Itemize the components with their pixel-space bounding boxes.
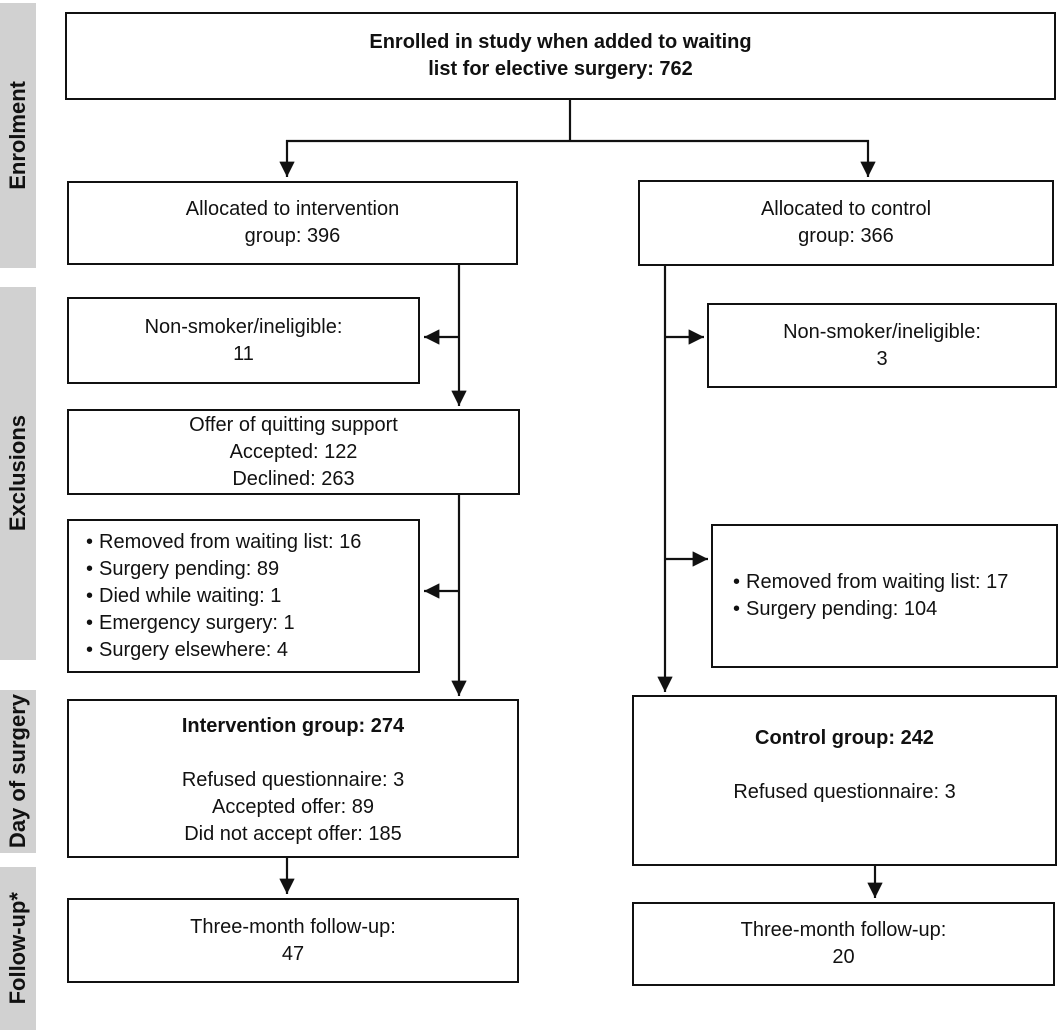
box-enrolled: Enrolled in study when added to waiting … [65, 12, 1056, 100]
box-line: Allocated to control [760, 198, 932, 220]
box-line: Refused questionnaire: 3 [181, 769, 405, 791]
stage-label-day-of-surgery: Day of surgery [5, 694, 30, 849]
box-line: 47 [281, 942, 305, 965]
stage-bar-day-of-surgery: Day of surgery [0, 690, 36, 853]
box-allocated-intervention: Allocated to intervention group: 396 [67, 181, 518, 265]
box-line: Enrolled in study when added to waiting [369, 31, 752, 53]
box-line: list for elective surgery: 762 [428, 58, 693, 80]
box-nonsmoker-control: Non-smoker/ineligible: 3 [707, 303, 1057, 388]
box-line: Declined: 263 [232, 467, 355, 490]
bullet-item: Emergency surgery: 1 [86, 610, 295, 637]
box-line: Accepted offer: 89 [212, 796, 374, 818]
box-followup-control: Three-month follow-up: 20 [632, 902, 1055, 986]
box-line: Allocated to intervention [185, 198, 400, 220]
bullet-item: Removed from waiting list: 17 [733, 569, 1008, 596]
stage-bar-follow-up: Follow-up* [0, 867, 36, 1030]
box-line: Offer of quitting support [189, 413, 398, 436]
stage-label-exclusions: Exclusions [5, 415, 30, 532]
bullet-item: Surgery pending: 104 [733, 596, 937, 623]
box-line: Non-smoker/ineligible: [144, 315, 343, 338]
bullet-item: Removed from waiting list: 16 [86, 529, 361, 556]
box-exclusions-control: Removed from waiting list: 17 Surgery pe… [711, 524, 1058, 668]
box-line: Three-month follow-up: [740, 919, 947, 941]
bullet-item: Surgery elsewhere: 4 [86, 637, 288, 664]
stage-bar-exclusions: Exclusions [0, 287, 36, 660]
box-line: group: 366 [798, 225, 894, 247]
box-offer-quitting-support: Offer of quitting support Accepted: 122 … [67, 409, 520, 495]
box-line: Three-month follow-up: [190, 915, 396, 938]
box-exclusions-intervention: Removed from waiting list: 16 Surgery pe… [67, 519, 420, 673]
box-allocated-control: Allocated to control group: 366 [638, 180, 1054, 266]
box-line: Accepted: 122 [229, 440, 358, 463]
box-line: Non-smoker/ineligible: [783, 320, 981, 343]
box-line: 3 [876, 347, 888, 370]
box-title: Control group: 242 [755, 727, 934, 749]
box-title: Intervention group: 274 [181, 715, 405, 737]
stage-bar-enrolment: Enrolment [0, 3, 36, 268]
box-line: 20 [832, 946, 855, 968]
box-line: Did not accept offer: 185 [184, 823, 402, 845]
box-control-group: Control group: 242 Refused questionnaire… [632, 695, 1057, 866]
box-nonsmoker-intervention: Non-smoker/ineligible: 11 [67, 297, 420, 384]
box-followup-intervention: Three-month follow-up: 47 [67, 898, 519, 983]
box-line: 11 [233, 342, 254, 365]
bullet-item: Surgery pending: 89 [86, 556, 279, 583]
box-intervention-group: Intervention group: 274 Refused question… [67, 699, 519, 858]
bullet-item: Died while waiting: 1 [86, 583, 281, 610]
box-line: group: 396 [244, 225, 341, 247]
box-line: Refused questionnaire: 3 [733, 781, 956, 803]
stage-label-enrolment: Enrolment [5, 81, 30, 190]
stage-label-follow-up: Follow-up* [5, 892, 30, 1005]
